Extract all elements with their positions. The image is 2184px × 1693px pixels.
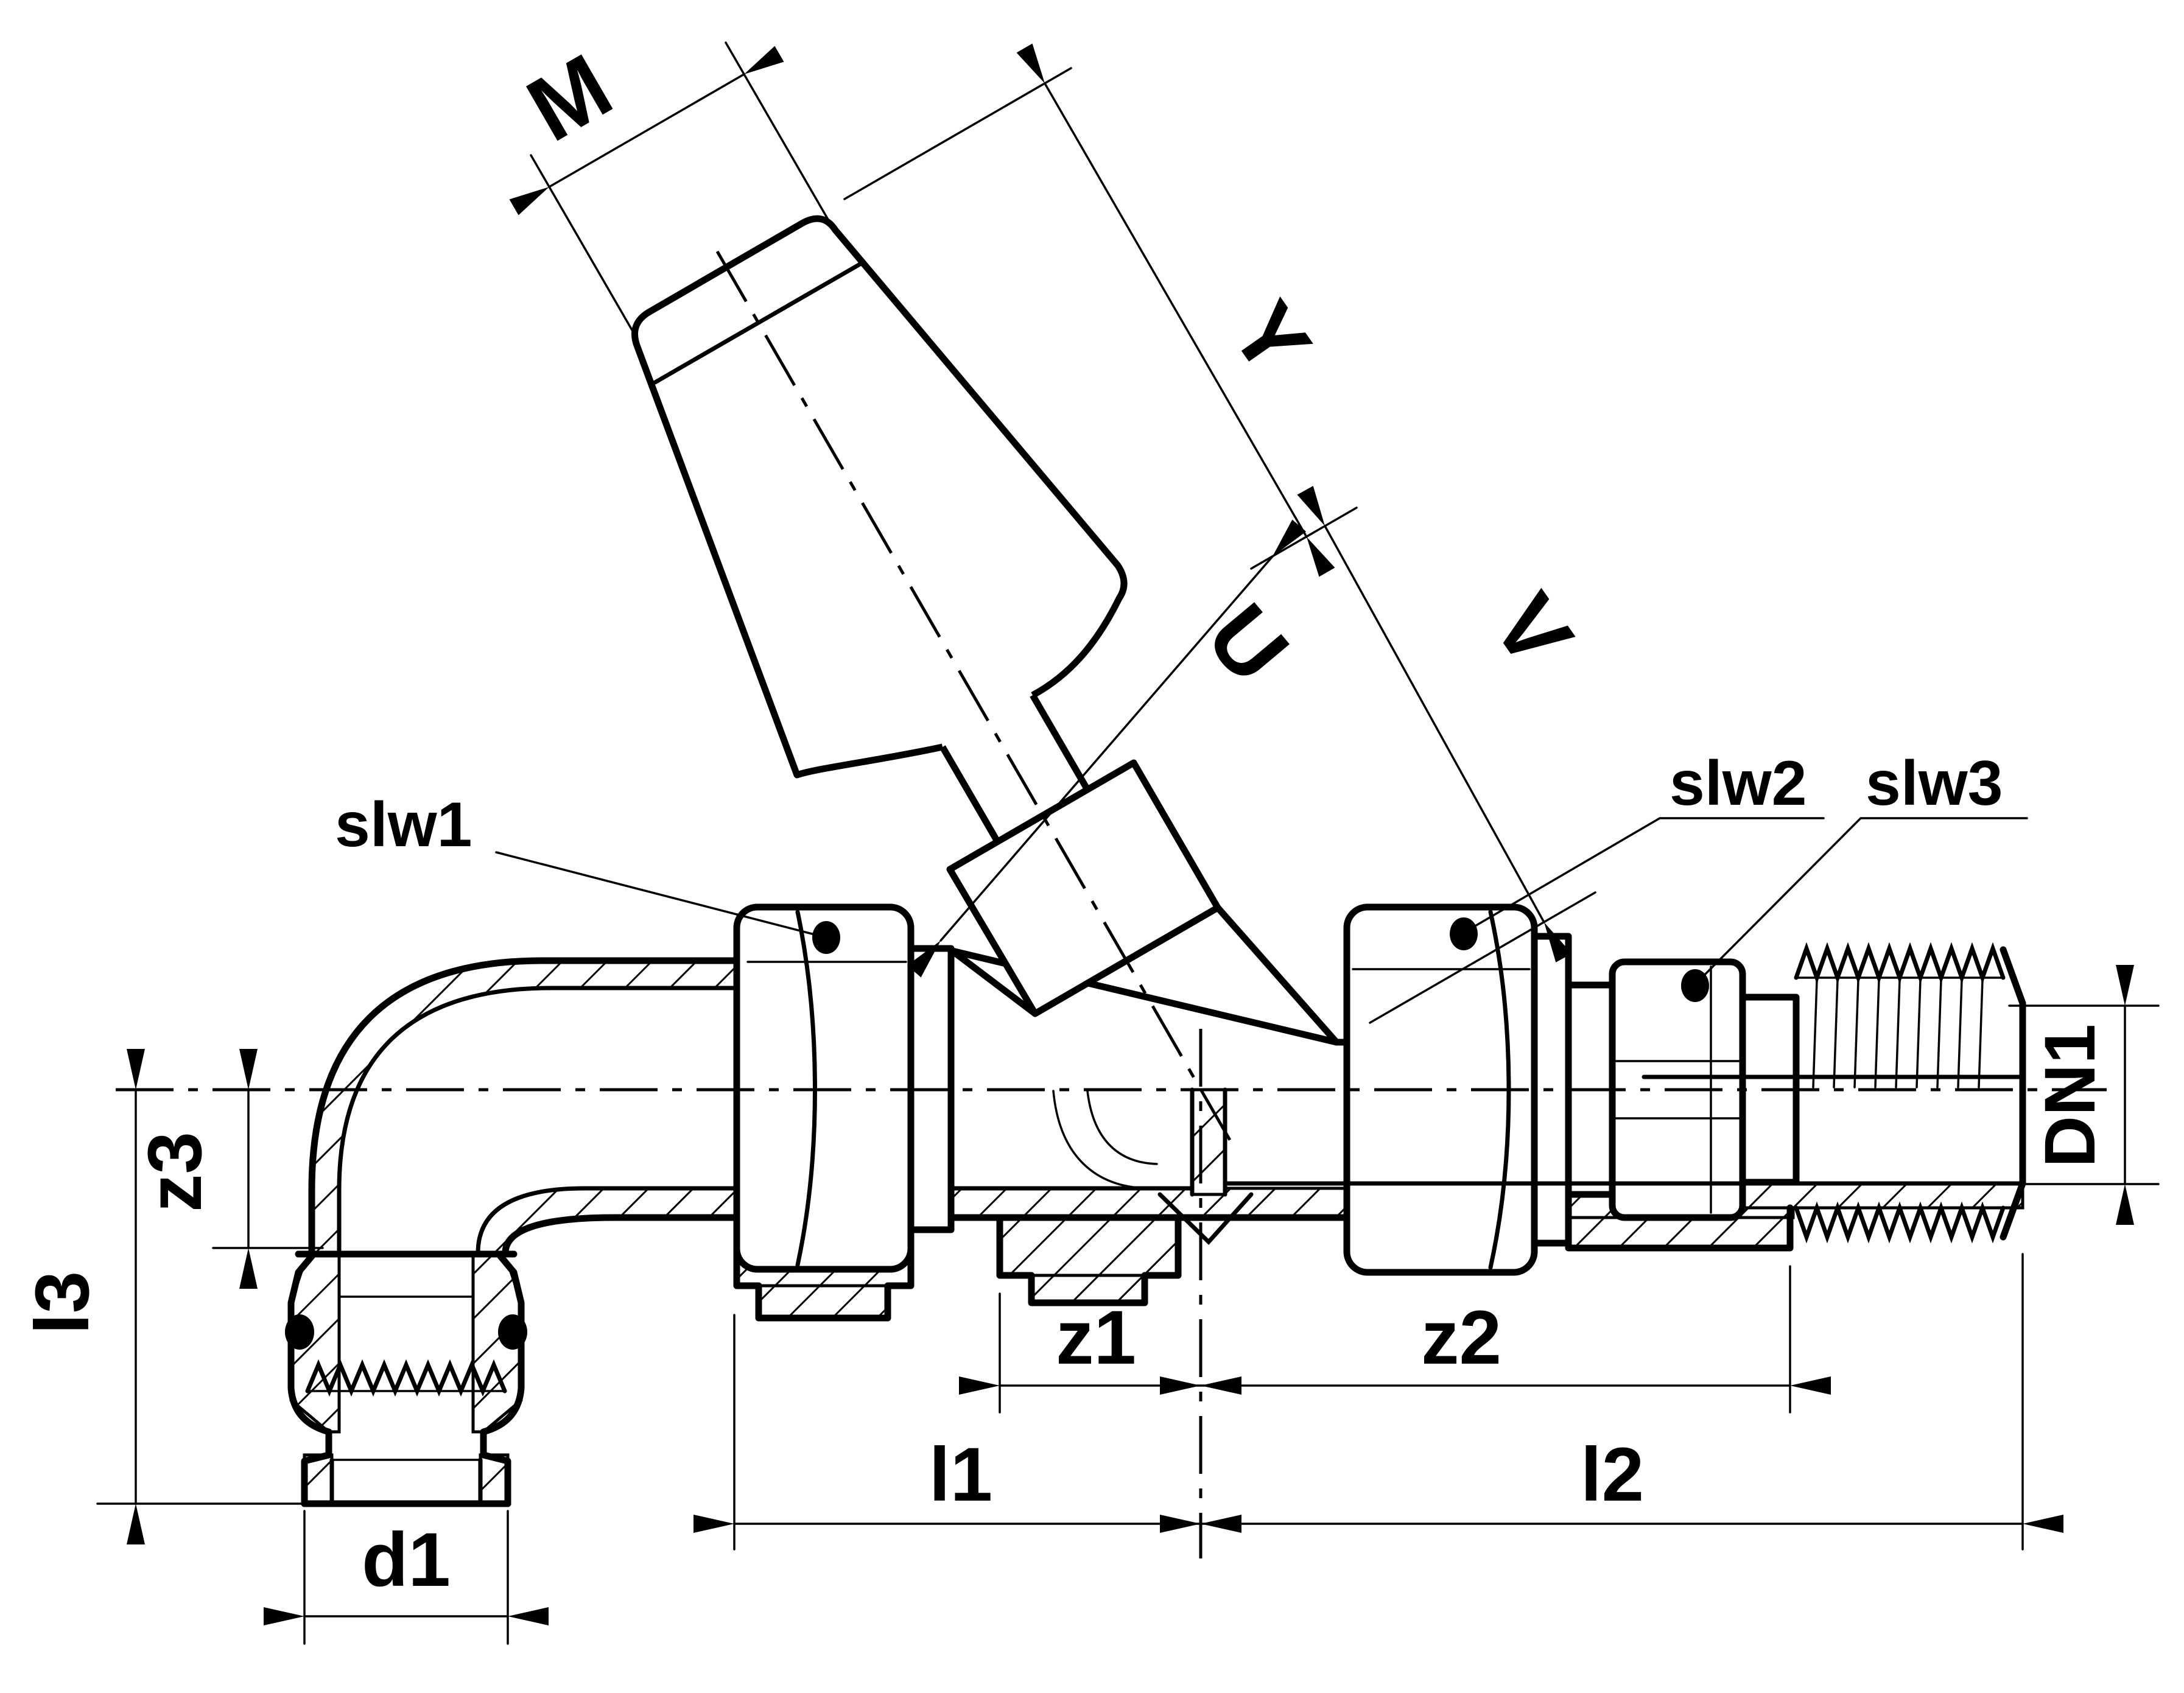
- slw3-leader: [1694, 817, 2028, 986]
- label-m: M: [511, 34, 628, 161]
- label-v: V: [1473, 576, 1592, 684]
- slw2-leader: [1462, 817, 1825, 934]
- y-extension-top: [843, 67, 1072, 200]
- o-ring-right: [498, 1314, 527, 1350]
- stem-left-edge: [939, 743, 1001, 845]
- elbow-inner-top-edge: [337, 986, 739, 1255]
- label-slw3: slw3: [1866, 748, 2003, 819]
- v-dim-line: [1297, 486, 1572, 962]
- callout-slw3: slw3: [1681, 748, 2028, 1002]
- left-nut-boss-cap: [757, 1284, 890, 1320]
- sleeve-left-profile: [287, 1250, 332, 1507]
- label-l3: l3: [20, 1271, 105, 1334]
- male-thread: [1224, 942, 2026, 1244]
- knob-outline: [631, 215, 1128, 779]
- dimension-d1: d1: [264, 1510, 549, 1645]
- bore-bottom-left: [476, 1186, 1193, 1255]
- o-ring-left: [285, 1314, 314, 1350]
- callout-slw1: slw1: [335, 790, 840, 954]
- bonnet-boss-outline: [996, 1214, 1182, 1306]
- slw2-dot: [1450, 917, 1478, 950]
- grip-ring-zigzag: [305, 1359, 507, 1397]
- thread-top-zigzag: [1794, 942, 2006, 984]
- stem-right-edge: [1029, 692, 1091, 793]
- u-dim-line: [907, 519, 1307, 978]
- label-slw1: slw1: [335, 790, 472, 860]
- dimension-z3: z3: [133, 1049, 324, 1289]
- label-d1: d1: [362, 1518, 451, 1602]
- m-extension-left: [530, 154, 636, 335]
- m-extension-right: [725, 41, 830, 223]
- m-dim-line: [509, 46, 784, 216]
- slw3-dot: [1681, 969, 1709, 1002]
- label-l2: l2: [1581, 1432, 1644, 1517]
- seat-curve-2: [1086, 1090, 1158, 1165]
- label-l1: l1: [929, 1432, 992, 1517]
- dimension-l2: l2: [1160, 1253, 2063, 1551]
- callout-slw2: slw2: [1450, 748, 1825, 950]
- press-connection: [285, 1250, 527, 1507]
- knob-chamfer-line: [653, 261, 863, 385]
- label-dn1: DN1: [2030, 1024, 2110, 1168]
- left-boss-outline: [733, 1214, 915, 1322]
- right-boss: [1567, 1216, 1792, 1250]
- handle-knob: [631, 215, 1128, 779]
- seat-notch: [1157, 1192, 1254, 1246]
- dimension-l1: l1: [693, 1314, 1241, 1551]
- dimension-DN1: DN1: [2008, 965, 2160, 1225]
- thread-end-chamfer-top: [2000, 946, 2026, 1007]
- thread-end-chamfer-bottom: [2000, 1180, 2026, 1241]
- thread-bottom-zigzag: [1794, 1201, 2006, 1244]
- label-y: Y: [1212, 284, 1330, 392]
- thread-flank-lines: [1812, 979, 1984, 1088]
- bonnet-boss: [998, 1216, 1180, 1277]
- label-z1: z1: [1056, 1295, 1136, 1380]
- sleeve-right-profile: [480, 1250, 525, 1507]
- body-bottom-edge: [502, 1204, 1794, 1257]
- dimension-z2: z2: [1160, 1265, 1831, 1414]
- label-z3: z3: [133, 1132, 217, 1212]
- dimension-l3: l3: [20, 1049, 330, 1544]
- label-u: U: [1188, 585, 1308, 701]
- y-dim-line: [1016, 43, 1335, 577]
- label-slw2: slw2: [1670, 748, 1807, 819]
- seat-curve-1: [1052, 1090, 1149, 1190]
- dimension-z1: z1: [959, 1292, 1241, 1414]
- elbow-outer-edge: [308, 957, 740, 1257]
- stem-top-tick: [1250, 506, 1358, 570]
- label-z2: z2: [1421, 1295, 1501, 1380]
- slw1-leader: [495, 851, 827, 939]
- slw1-dot: [812, 921, 840, 954]
